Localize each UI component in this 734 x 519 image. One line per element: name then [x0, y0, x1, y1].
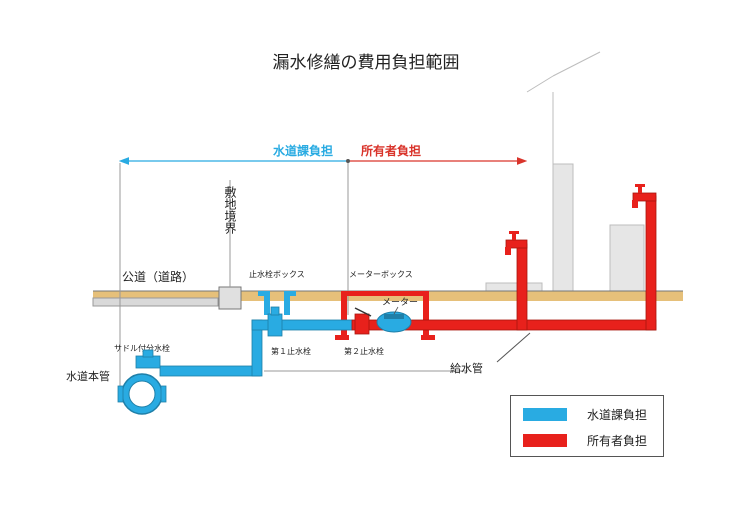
- page-title: 漏水修繕の費用負担範囲: [273, 53, 460, 73]
- boundary-post: [218, 286, 242, 310]
- faucet-icon: [505, 184, 645, 255]
- main-pipe-icon: [117, 373, 167, 415]
- supply-pipe-label: 給水管: [450, 361, 483, 375]
- main-pipe-label: 水道本管: [66, 369, 110, 383]
- stop-valve-box: [258, 291, 296, 315]
- boundary-label: 敷地境界: [223, 185, 237, 235]
- meter-icon: [376, 311, 412, 333]
- legend-label-city: 水道課負担: [587, 407, 648, 422]
- city-pipe: [159, 319, 353, 377]
- road-surface: [92, 297, 219, 307]
- owner-range-label: 所有者負担: [361, 143, 421, 158]
- legend-swatch-owner: [523, 433, 567, 447]
- legend: 水道課負担 所有者負担: [510, 395, 664, 457]
- legend-label-owner: 所有者負担: [587, 433, 648, 448]
- legend-swatch-city: [523, 407, 567, 421]
- meter-label: メーター: [382, 297, 418, 308]
- legend-item-city: 水道課負担: [523, 406, 647, 422]
- valve-1-label: 第１止水栓: [271, 346, 311, 356]
- building-structure: [485, 51, 645, 293]
- supply-pipe-pointer: [496, 332, 531, 363]
- owner-pipe: [351, 192, 657, 331]
- saddle-valve-icon: [135, 349, 161, 369]
- meter-leader-line: [393, 306, 399, 315]
- legend-item-owner: 所有者負担: [523, 432, 647, 448]
- range-divider-dot: [346, 159, 350, 163]
- meter-box-label: メーターボックス: [349, 270, 413, 279]
- valve-2-icon: [354, 307, 372, 335]
- valve-1-icon: [267, 306, 283, 337]
- stop-valve-box-label: 止水栓ボックス: [249, 269, 305, 279]
- valve-2-label: 第２止水栓: [344, 346, 384, 356]
- road-label: 公道（道路）: [122, 269, 194, 284]
- saddle-valve-label: サドル付分水栓: [114, 343, 170, 353]
- meter-box: [335, 291, 435, 340]
- city-range-label: 水道課負担: [273, 143, 333, 158]
